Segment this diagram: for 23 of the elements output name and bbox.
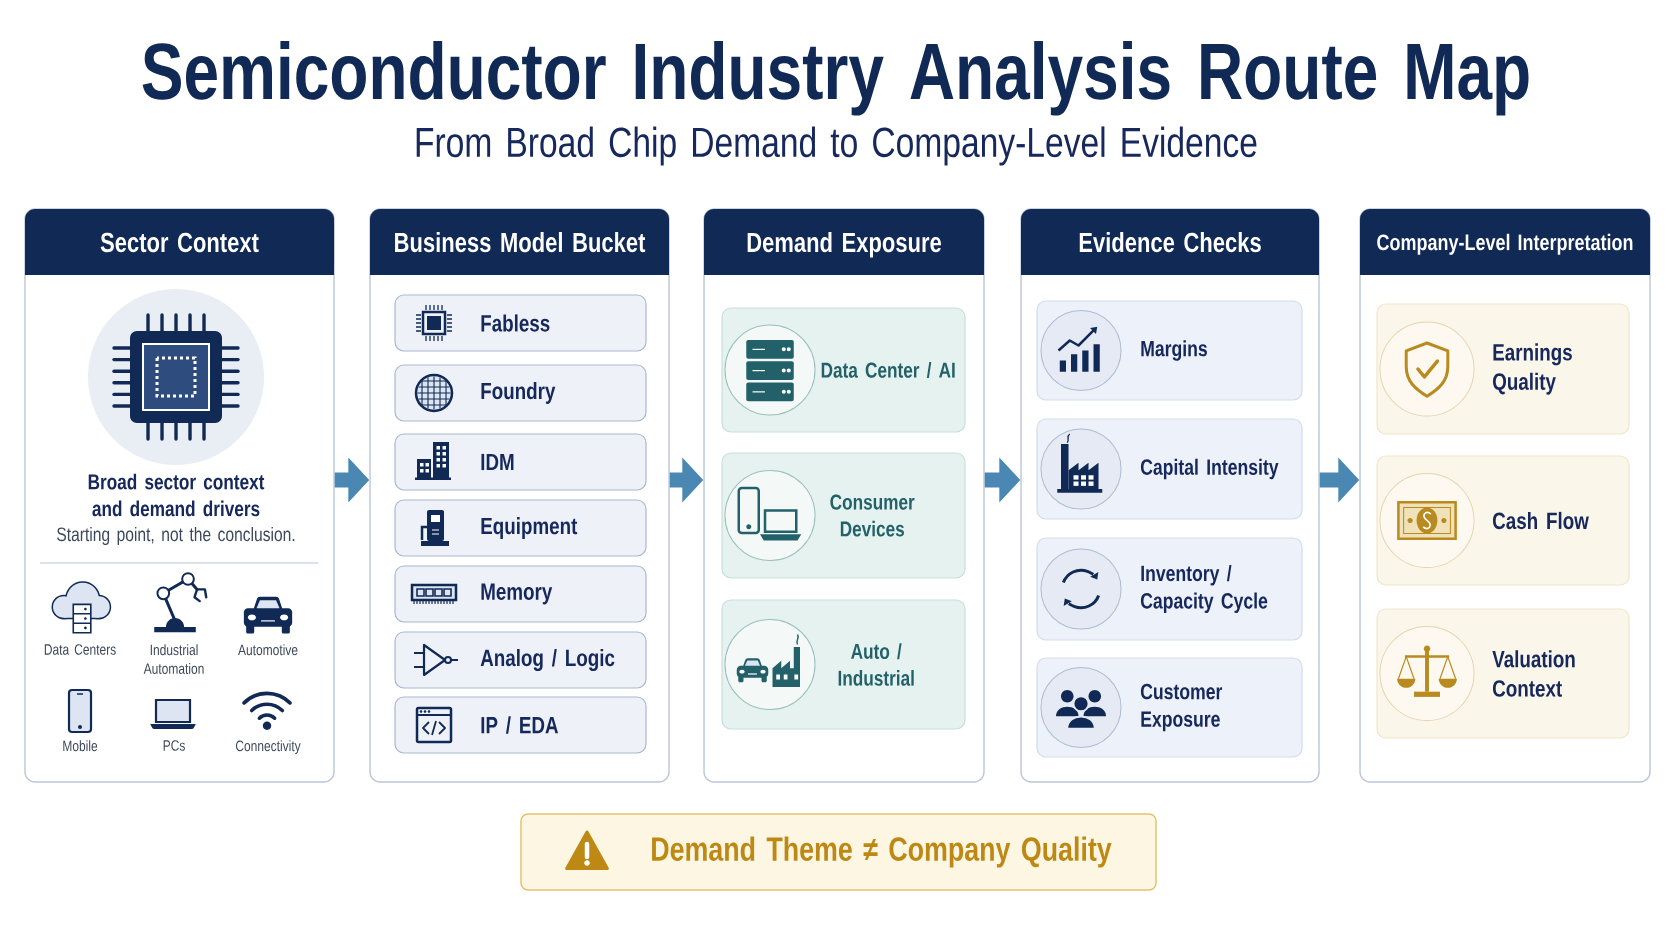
icon-caption: PCs bbox=[163, 740, 185, 751]
icon-caption: Data Centers bbox=[44, 644, 116, 655]
item-box: IP / EDA bbox=[394, 696, 647, 754]
body-text: Starting point, not the conclusion. bbox=[57, 526, 295, 546]
column-header: Demand Exposure bbox=[704, 209, 984, 275]
item-box: Equipment bbox=[394, 499, 647, 557]
item-box: Analog / Logic bbox=[394, 631, 647, 689]
icon-caption: Industrial Automation bbox=[143, 644, 204, 674]
body-text: Broad sector context and demand drivers bbox=[88, 473, 265, 517]
column-header: Company-Level Interpretation bbox=[1360, 209, 1650, 275]
item-box: Fabless bbox=[394, 294, 647, 352]
item-box: IDM bbox=[394, 433, 647, 491]
title: Semiconductor Industry Analysis Route Map bbox=[142, 41, 1529, 116]
icon-caption: Automotive bbox=[238, 644, 298, 656]
column-header: Business Model Bucket bbox=[370, 209, 669, 275]
icon-caption: Mobile bbox=[63, 740, 98, 752]
subtitle: From Broad Chip Demand to Company-Level Evidence bbox=[416, 126, 1257, 166]
column-header: Sector Context bbox=[25, 209, 334, 275]
icon-caption: Connectivity bbox=[235, 740, 301, 755]
column-header: Evidence Checks bbox=[1021, 209, 1319, 275]
item-box: Foundry bbox=[394, 364, 647, 422]
item-box: Memory bbox=[394, 565, 647, 623]
warning-banner: Demand Theme ≠ Company Quality bbox=[520, 813, 1157, 891]
